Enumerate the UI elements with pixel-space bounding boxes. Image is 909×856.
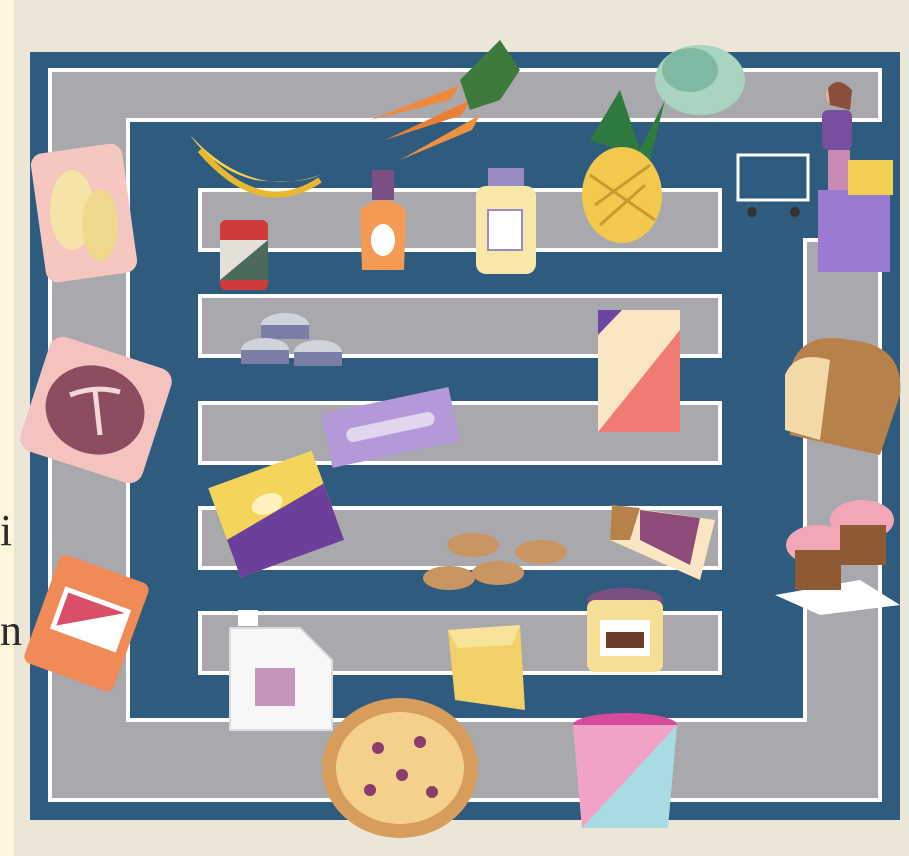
cereal-box-icon (598, 310, 680, 432)
ice-cream-tub-icon (573, 713, 677, 828)
pizza-icon (322, 698, 478, 838)
frosting-jar-icon (587, 588, 663, 672)
chicken-icon (29, 142, 138, 284)
bread-icon (785, 338, 900, 455)
cheese-icon (448, 625, 525, 710)
soup-can-icon (220, 220, 268, 290)
lettuce-icon (655, 45, 745, 115)
